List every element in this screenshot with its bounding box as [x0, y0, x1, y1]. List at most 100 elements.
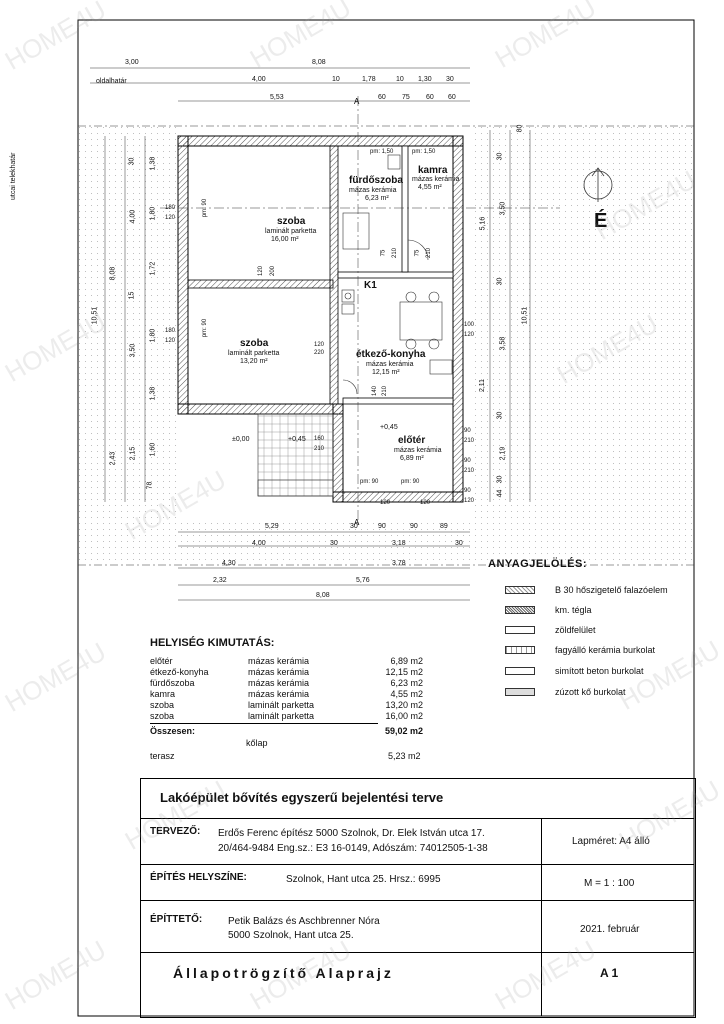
dim-right-6: 30: [496, 277, 504, 286]
inner-walls: [187, 145, 454, 405]
dim-bottom-12: 2,32: [213, 577, 227, 584]
dim-left-9: 1,80: [149, 328, 157, 343]
room-name: szoba: [150, 700, 175, 710]
dim-right-3: 5,16: [479, 216, 487, 231]
room-area: 13,20 m2: [385, 700, 423, 710]
opening-14: 220: [314, 350, 325, 356]
room-name: szoba: [150, 711, 175, 721]
opening-12: 200: [270, 265, 277, 277]
opening-19: 180: [165, 205, 176, 211]
dim-bottom-3: 90: [378, 523, 386, 530]
legend-item: fagyálló kerámia burkolat: [505, 644, 655, 656]
room-floor: mázas kerámia: [248, 667, 310, 677]
dim-left-2: 1,38: [149, 156, 157, 171]
opening-24: 120: [464, 332, 475, 338]
room-bedroom1-floor: laminált parketta: [265, 228, 317, 235]
date: 2021. február: [580, 924, 640, 935]
legend-item: km. tégla: [505, 604, 592, 616]
opening-10: 210: [426, 247, 433, 259]
opening-18: 210: [314, 446, 325, 452]
dim-bottom-13: 5,76: [356, 577, 370, 584]
legend-item: zúzott kő burkolat: [505, 686, 626, 698]
dim-right-12: 44: [496, 489, 504, 498]
opening-30: 210: [464, 468, 475, 474]
side-boundary-label: oldalhatár: [96, 78, 127, 85]
dim-left-15: 78: [146, 481, 154, 490]
k1-label: K1: [364, 280, 377, 291]
room-bathroom-floor: mázas kerámia: [349, 187, 397, 194]
dim-bottom-4: 90: [410, 523, 418, 530]
dim-bottom-2: 30: [350, 523, 358, 530]
legend-swatch: [505, 688, 535, 696]
dim-bottom-7: 30: [330, 540, 338, 547]
opening-22: 120: [165, 338, 176, 344]
opening-20: 120: [165, 215, 176, 221]
client-line1: Petik Balázs és Aschbrenner Nóra: [228, 916, 380, 927]
designer-line2: 20/464-9484 Eng.sz.: E3 16-0149, Adószám…: [218, 843, 488, 854]
dim-top-9: 5,53: [270, 94, 284, 101]
dim-top-11: 75: [402, 94, 410, 101]
opening-16: 210: [382, 385, 389, 397]
tb-line: [140, 818, 694, 819]
opening-5: pm: 90: [202, 198, 209, 218]
dim-right-5: 10,51: [521, 306, 529, 325]
legend-label: km. tégla: [555, 605, 592, 615]
room-floor: laminált parketta: [248, 711, 315, 721]
opening-2: pm: 1,50: [412, 149, 436, 155]
legend-label: fagyálló kerámia burkolat: [555, 645, 656, 655]
opening-11: 120: [258, 265, 265, 277]
terrace-area: 5,23 m2: [388, 751, 421, 761]
legend-label: simított beton burkolat: [555, 666, 644, 676]
north-label: É: [594, 210, 608, 232]
terrace-label-text: terasz: [150, 751, 175, 761]
room-hall-name: előtér: [398, 435, 426, 446]
room-name: előtér: [150, 656, 173, 666]
room-area: 4,55 m2: [390, 689, 423, 699]
dim-right-4: 3,50: [499, 201, 507, 216]
legend-item: B 30 hőszigetelő falazóelem: [505, 584, 668, 596]
dim-top-5: 1,78: [362, 76, 376, 83]
room-name: fürdőszoba: [150, 678, 195, 688]
opening-25: 120: [380, 500, 391, 506]
dim-left-4: 4,00: [129, 209, 137, 224]
dim-left-8: 10,51: [91, 306, 99, 325]
room-kitchen-name: étkező-konyha: [356, 349, 426, 360]
room-name: kamra: [150, 689, 176, 699]
room-bedroom1-name: szoba: [277, 216, 306, 227]
dim-bottom-11: 3,78: [392, 560, 406, 567]
section-mark-bottom: A: [354, 518, 360, 527]
dim-right-1: 80: [516, 124, 524, 133]
table-total-row: Összesen: 59,02 m2: [150, 726, 430, 736]
room-pantry-area: 4,55 m²: [418, 184, 442, 191]
opening-17: 160: [314, 436, 325, 442]
room-bedroom2-area: 13,20 m²: [240, 358, 268, 365]
room-area: 6,89 m2: [390, 656, 423, 666]
dim-right-2: 30: [496, 152, 504, 161]
table-row: fürdőszoba mázas kerámia 6,23 m2: [150, 678, 430, 688]
room-floor: mázas kerámia: [248, 689, 310, 699]
room-area: 6,23 m2: [390, 678, 423, 688]
room-bedroom1-area: 16,00 m²: [271, 236, 299, 243]
table-row: kamra mázas kerámia 4,55 m2: [150, 689, 430, 699]
dim-left-7: 15: [128, 291, 136, 300]
legend-label: B 30 hőszigetelő falazóelem: [555, 585, 668, 595]
room-kitchen-floor: mázas kerámia: [366, 361, 414, 368]
opening-1: pm: 1,50: [370, 149, 394, 155]
room-bathroom-name: fürdőszoba: [349, 175, 403, 186]
designer-line1: Erdős Ferenc építész 5000 Szolnok, Dr. E…: [218, 828, 485, 839]
dim-top-7: 1,30: [418, 76, 432, 83]
legend-label: zöldfelület: [555, 625, 596, 635]
legend-swatch: [505, 667, 535, 675]
table-row: szoba laminált parketta 16,00 m2: [150, 711, 430, 721]
sheet-number: A 1: [600, 966, 619, 980]
opening-26: 120: [420, 500, 431, 506]
dim-right-11: 30: [496, 475, 504, 484]
legend-item: zöldfelület: [505, 624, 596, 636]
dim-bottom-6: 4,00: [252, 540, 266, 547]
tb-line: [140, 900, 694, 901]
room-area: 12,15 m2: [385, 667, 423, 677]
sheet-frame: [77, 19, 695, 1017]
room-bedroom2-name: szoba: [240, 338, 269, 349]
room-floor: mázas kerámia: [248, 678, 310, 688]
opening-6: pm: 90: [202, 318, 209, 338]
